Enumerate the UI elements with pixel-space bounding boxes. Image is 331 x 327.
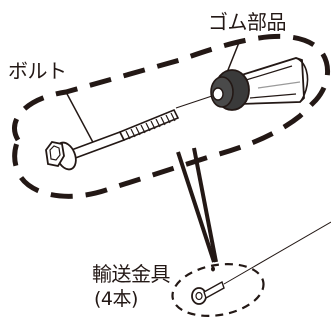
bolt-illustration: [45, 108, 180, 171]
bolt-pointer-line: [65, 91, 97, 149]
bolt-label: ボルト: [8, 59, 67, 83]
zoom-leader-line-left: [176, 151, 216, 263]
fitting-dashed-outline: [171, 263, 265, 317]
transport-fitting-label: 輸送金具: [92, 262, 171, 286]
assembly-guide-line: [175, 95, 213, 109]
enlarged-view-dashed-outline: [12, 34, 330, 199]
rubber-part-label: ゴム部品: [208, 10, 287, 34]
fitting-pointer-line: [223, 221, 331, 285]
quantity-label: (4本): [94, 288, 138, 310]
rubber-part-illustration: [210, 57, 309, 111]
transport-fitting-illustration: [191, 266, 225, 305]
zoom-leader-line-right: [192, 147, 218, 263]
